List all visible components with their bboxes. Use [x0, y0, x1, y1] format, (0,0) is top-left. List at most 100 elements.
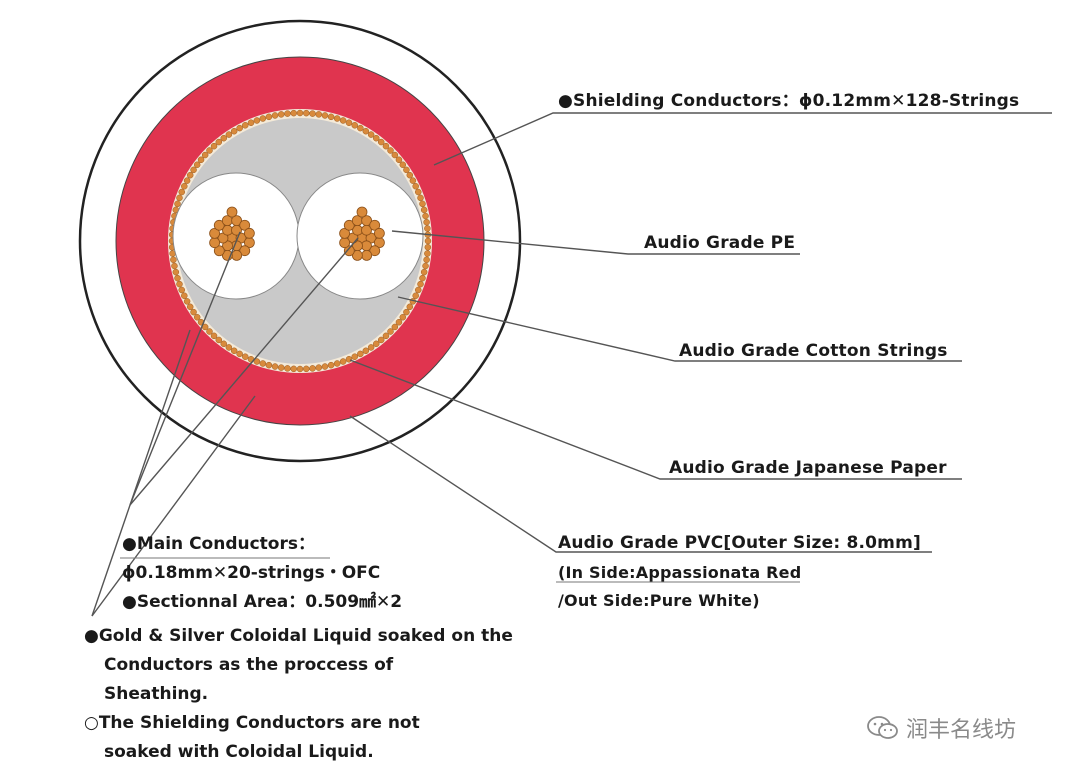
- shield-strand: [210, 332, 218, 340]
- label-pvc: Audio Grade PVC[Outer Size: 8.0mm]: [558, 533, 921, 553]
- shield-strand: [422, 262, 429, 270]
- shield-strand: [170, 256, 177, 264]
- note-gold-silver: ●Gold & Silver Coloidal Liquid soaked on…: [84, 626, 513, 646]
- shield-strand: [236, 124, 243, 132]
- shield-strand: [422, 212, 429, 220]
- shield-strand: [171, 262, 178, 270]
- shield-strand: [399, 161, 407, 168]
- shield-strand: [206, 328, 213, 335]
- shield-strand: [183, 177, 191, 184]
- shield-strand: [327, 361, 335, 369]
- shield-strand: [193, 314, 201, 321]
- shield-strand: [315, 111, 323, 118]
- shield-strand: [215, 336, 223, 344]
- copper-strand: [231, 249, 243, 261]
- copper-strand: [243, 227, 255, 239]
- shield-strand: [277, 364, 285, 371]
- copper-strand: [231, 215, 243, 227]
- shield-strand: [403, 166, 410, 174]
- shield-strand: [242, 353, 249, 360]
- shield-strand: [351, 353, 358, 360]
- note-sheathing: Sheathing.: [104, 684, 209, 704]
- shield-strand: [253, 358, 261, 365]
- shield-strand: [357, 124, 364, 132]
- note-conductors: Conductors as the proccess of: [104, 655, 394, 675]
- copper-strand: [213, 245, 225, 257]
- shield-strand: [403, 308, 410, 316]
- shield-strand: [242, 122, 249, 129]
- shield-strand: [277, 111, 285, 118]
- shield-strand: [225, 131, 233, 138]
- shield-strand: [181, 183, 188, 190]
- shield-strand: [206, 147, 213, 154]
- shield-strand: [290, 109, 297, 117]
- shield-strand: [210, 142, 218, 150]
- shield-strand: [387, 147, 394, 154]
- main-conductors-line: ●Main Conductors：: [122, 534, 315, 554]
- shield-strand: [424, 237, 432, 245]
- shield-strand: [406, 303, 414, 311]
- main-conductors-block: ●Main Conductors： ϕ0.18mm✕20-strings・OFC…: [122, 530, 402, 617]
- shield-strand: [190, 308, 197, 316]
- shield-strand: [424, 250, 431, 257]
- copper-strand: [239, 245, 251, 257]
- copper-strand: [351, 249, 363, 261]
- shield-strand: [284, 110, 291, 117]
- shield-strand: [399, 314, 407, 321]
- leader-main-right: [129, 237, 359, 506]
- label-pvc-inside: (In Side:Appassionata Red: [558, 563, 802, 582]
- shield-strand: [176, 280, 183, 288]
- copper-strand: [339, 237, 351, 249]
- shield-strand: [423, 218, 430, 226]
- shield-strand: [424, 244, 432, 251]
- shield-strand: [315, 364, 323, 371]
- shield-strand: [220, 134, 227, 142]
- shield-strand: [419, 200, 426, 208]
- shield-strand: [409, 177, 417, 184]
- shield-strand: [190, 166, 197, 174]
- copper-strand: [343, 219, 355, 231]
- shield-strand: [265, 361, 273, 369]
- shield-strand: [373, 134, 380, 142]
- label-cotton-strings: Audio Grade Cotton Strings: [679, 341, 948, 361]
- shield-strand: [265, 113, 273, 121]
- watermark-text: 润丰名线坊: [906, 718, 1017, 743]
- copper-strand: [239, 219, 251, 231]
- note-shielding-not-soaked: ○The Shielding Conductors are not: [84, 713, 420, 733]
- shield-strand: [406, 171, 414, 179]
- shield-strand: [382, 142, 390, 150]
- shield-strand: [215, 138, 223, 146]
- shield-strand: [178, 286, 185, 294]
- shield-strand: [259, 360, 267, 367]
- leader-main-left: [129, 231, 241, 506]
- shield-strand: [271, 112, 279, 119]
- shield-strand: [377, 336, 385, 344]
- shield-strand: [296, 109, 304, 117]
- shield-strand: [362, 127, 370, 135]
- copper-strand: [339, 227, 351, 239]
- shield-strand: [351, 122, 358, 129]
- wechat-icon: [867, 716, 898, 739]
- shield-strand: [290, 365, 297, 373]
- shield-strand: [197, 156, 205, 164]
- shield-strand: [345, 356, 353, 363]
- leader-shield-notes: [91, 329, 191, 617]
- shield-strand: [415, 286, 422, 294]
- main-conductors-spec: ϕ0.18mm✕20-strings・OFC: [122, 563, 381, 583]
- shield-strand: [357, 350, 364, 358]
- shield-strand: [362, 347, 370, 355]
- shield-strand: [339, 358, 347, 365]
- shield-strand: [412, 183, 419, 190]
- shield-strand: [259, 115, 267, 122]
- copper-strand: [356, 206, 368, 218]
- shield-strand: [345, 119, 353, 126]
- shield-strand: [181, 292, 188, 299]
- notes-block: ●Gold & Silver Coloidal Liquid soaked on…: [84, 622, 513, 767]
- shield-strand: [172, 268, 180, 276]
- shield-strand: [309, 365, 316, 372]
- shield-strand: [271, 363, 279, 370]
- shield-strand: [423, 256, 430, 264]
- label-pvc-outside: /Out Side:Pure White): [558, 591, 760, 610]
- shield-strand: [220, 340, 227, 348]
